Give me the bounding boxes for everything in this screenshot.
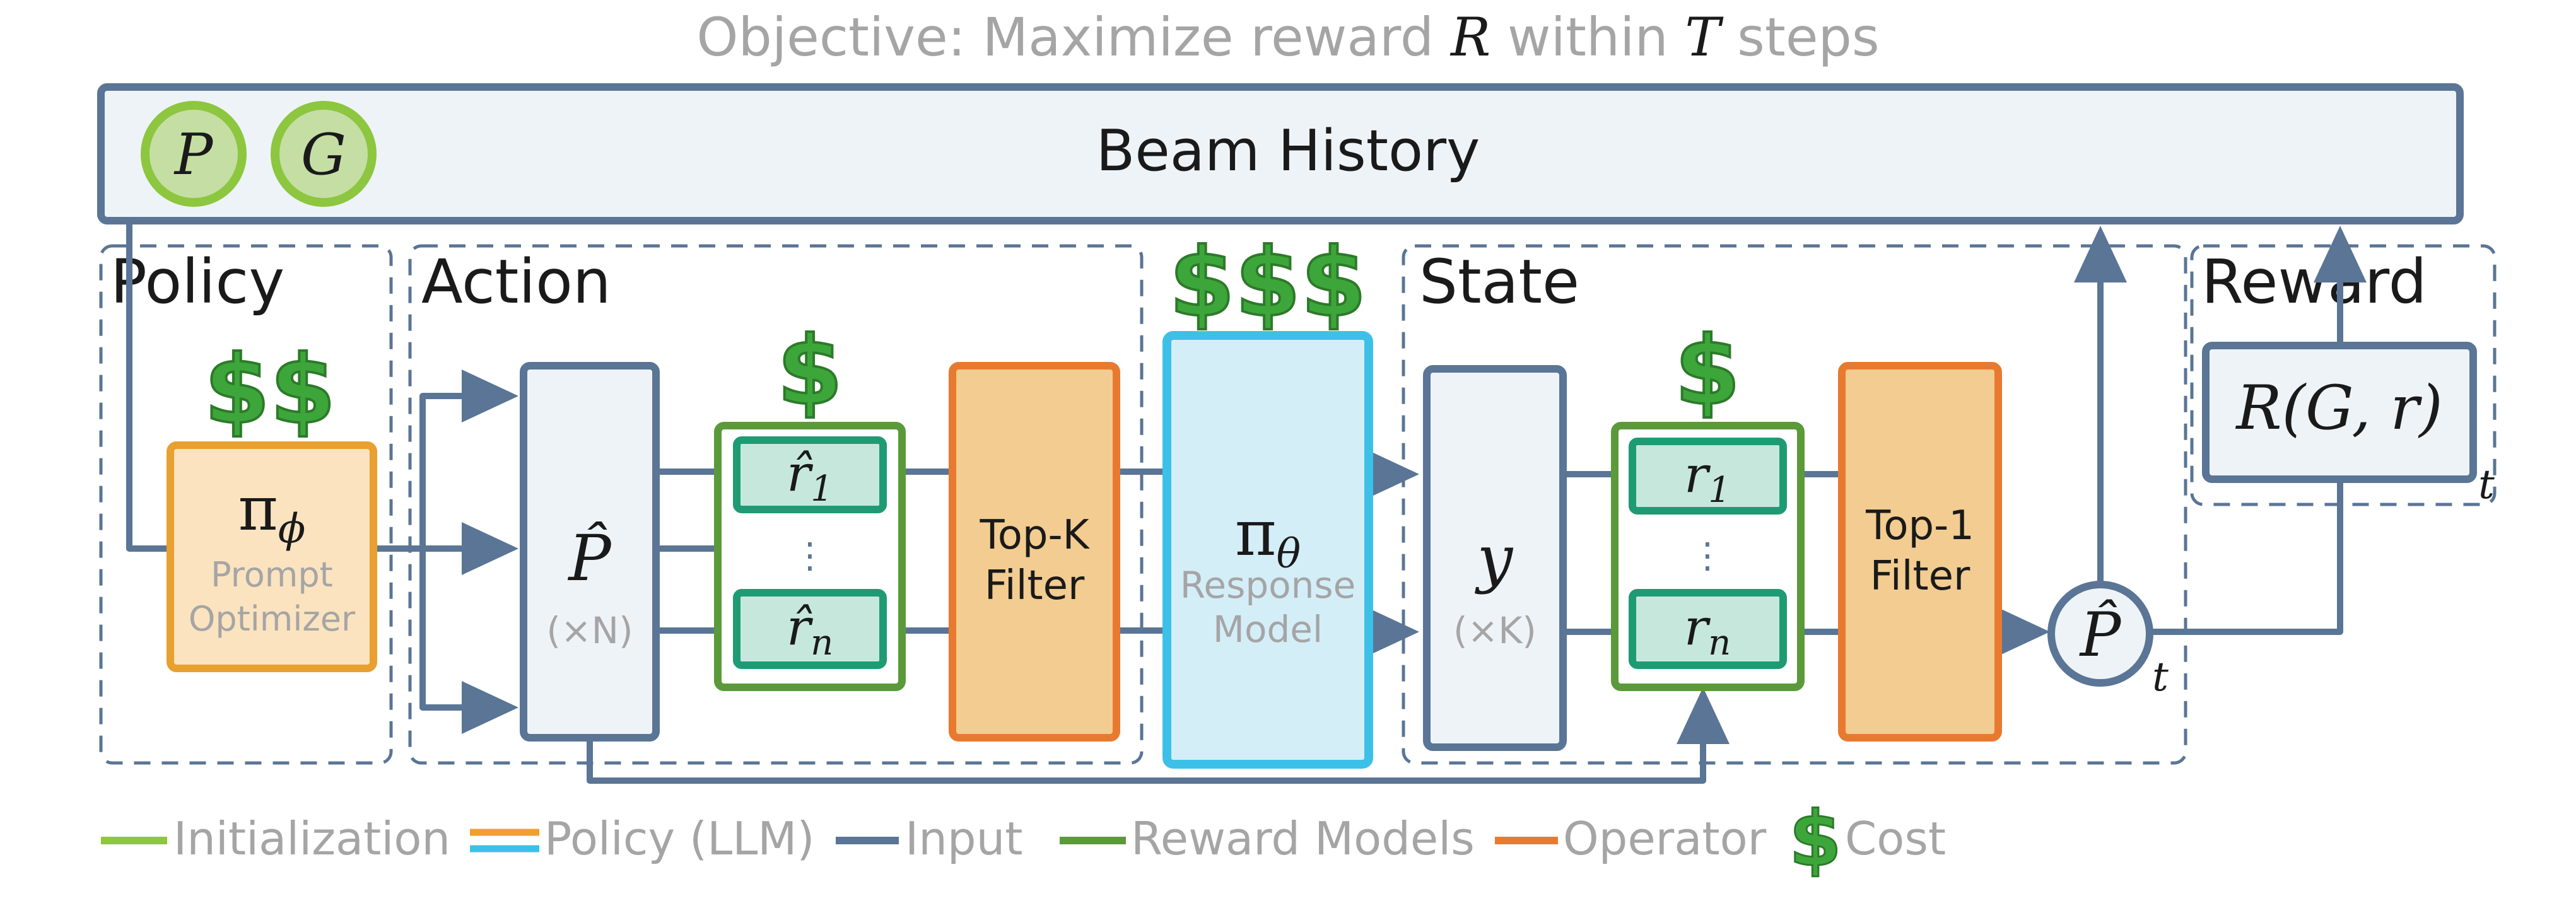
goal-badge-label: G bbox=[301, 122, 346, 188]
action-reward-first-box bbox=[733, 436, 887, 513]
top1-filter-line2: Filter bbox=[1870, 553, 1970, 600]
optimizer-cost: $$ bbox=[204, 335, 336, 445]
best-prompt-symbol: P̂ bbox=[2079, 600, 2122, 670]
state-reward-dots: ⋮ bbox=[1690, 535, 1725, 576]
state-reward-first: r1 bbox=[1684, 445, 1731, 511]
fan-lower-line bbox=[419, 549, 518, 734]
best-prompt-subscript: t bbox=[2152, 654, 2169, 701]
state-rm-cost: $ bbox=[1675, 317, 1740, 426]
action-reward-last-box bbox=[733, 589, 887, 669]
legend-initialization-label: Initialization bbox=[173, 812, 450, 865]
action-section bbox=[408, 244, 1144, 765]
responses-count: (×K) bbox=[1453, 609, 1537, 652]
best-prompt-node bbox=[2047, 581, 2153, 687]
fan-upper-line bbox=[419, 370, 518, 549]
action-reward-first: r̂1 bbox=[787, 444, 833, 509]
initial-prompt-badge bbox=[141, 101, 247, 207]
state-reward-last-box bbox=[1629, 589, 1787, 669]
beam-history-title: Beam History bbox=[1096, 118, 1480, 184]
prompt-candidates-symbol: P̂ bbox=[567, 521, 612, 595]
action-rm-cost: $ bbox=[777, 317, 843, 426]
objective-title: Objective: Maximize reward R within T st… bbox=[696, 6, 1879, 68]
state-reward-first-box bbox=[1629, 438, 1787, 515]
history-to-optimizer-line bbox=[126, 221, 170, 552]
legend-input-label: Input bbox=[905, 812, 1022, 865]
top1-filter-line1: Top-1 bbox=[1865, 503, 1974, 549]
legend-operator-label: Operator bbox=[1563, 812, 1767, 865]
policy-label: Policy bbox=[110, 247, 284, 317]
legend-reward-models-label: Reward Models bbox=[1131, 812, 1475, 865]
prompt-optimizer-symbol: πϕ bbox=[238, 474, 306, 552]
candidates-skip-line bbox=[587, 687, 1730, 784]
prompt-optimizer-box bbox=[167, 441, 377, 672]
topk-filter-line1: Top-K bbox=[979, 512, 1090, 559]
response-model-line2: Model bbox=[1213, 608, 1323, 651]
reward-function-text: R(G, r) bbox=[2235, 373, 2442, 443]
state-reward-last: rn bbox=[1684, 598, 1731, 663]
action-reward-dots: ⋮ bbox=[792, 535, 828, 576]
initial-prompt-badge-label: P bbox=[173, 122, 214, 188]
reward-function-subscript: t bbox=[2478, 462, 2495, 508]
legend-cost-label: Cost bbox=[1845, 812, 1946, 865]
response-model-line1: Response bbox=[1180, 564, 1356, 607]
best-to-reward-line bbox=[2152, 479, 2343, 635]
responses-symbol: y bbox=[1475, 521, 1514, 595]
beam-history-bar bbox=[97, 83, 2464, 224]
response-model-cost: $$$ bbox=[1169, 228, 1366, 338]
top1-filter-box bbox=[1838, 362, 2002, 742]
state-label: State bbox=[1419, 247, 1579, 317]
prompt-candidates-count: (×N) bbox=[546, 609, 633, 652]
legend-policy-label: Policy (LLM) bbox=[544, 812, 815, 865]
legend: Initialization Policy (LLM) Input Reward… bbox=[101, 795, 1946, 885]
prompt-optimizer-line1: Prompt bbox=[211, 555, 333, 595]
legend-cost-icon: $ bbox=[1789, 796, 1842, 883]
responses-box bbox=[1423, 365, 1567, 751]
response-model-box bbox=[1162, 331, 1373, 769]
response-model-symbol: πθ bbox=[1235, 496, 1301, 578]
connectors bbox=[126, 221, 2367, 784]
topk-filter-box bbox=[949, 362, 1120, 742]
reward-label: Reward bbox=[2201, 247, 2427, 317]
topk-filter-line2: Filter bbox=[985, 562, 1085, 609]
state-section bbox=[1402, 244, 2187, 765]
action-label: Action bbox=[421, 247, 611, 317]
reward-function-box bbox=[2202, 342, 2477, 483]
action-reward-last: r̂n bbox=[787, 598, 833, 663]
prompt-candidates-box bbox=[520, 362, 660, 742]
prompt-optimizer-line2: Optimizer bbox=[189, 599, 356, 639]
goal-badge bbox=[271, 101, 377, 207]
policy-section bbox=[99, 244, 393, 765]
